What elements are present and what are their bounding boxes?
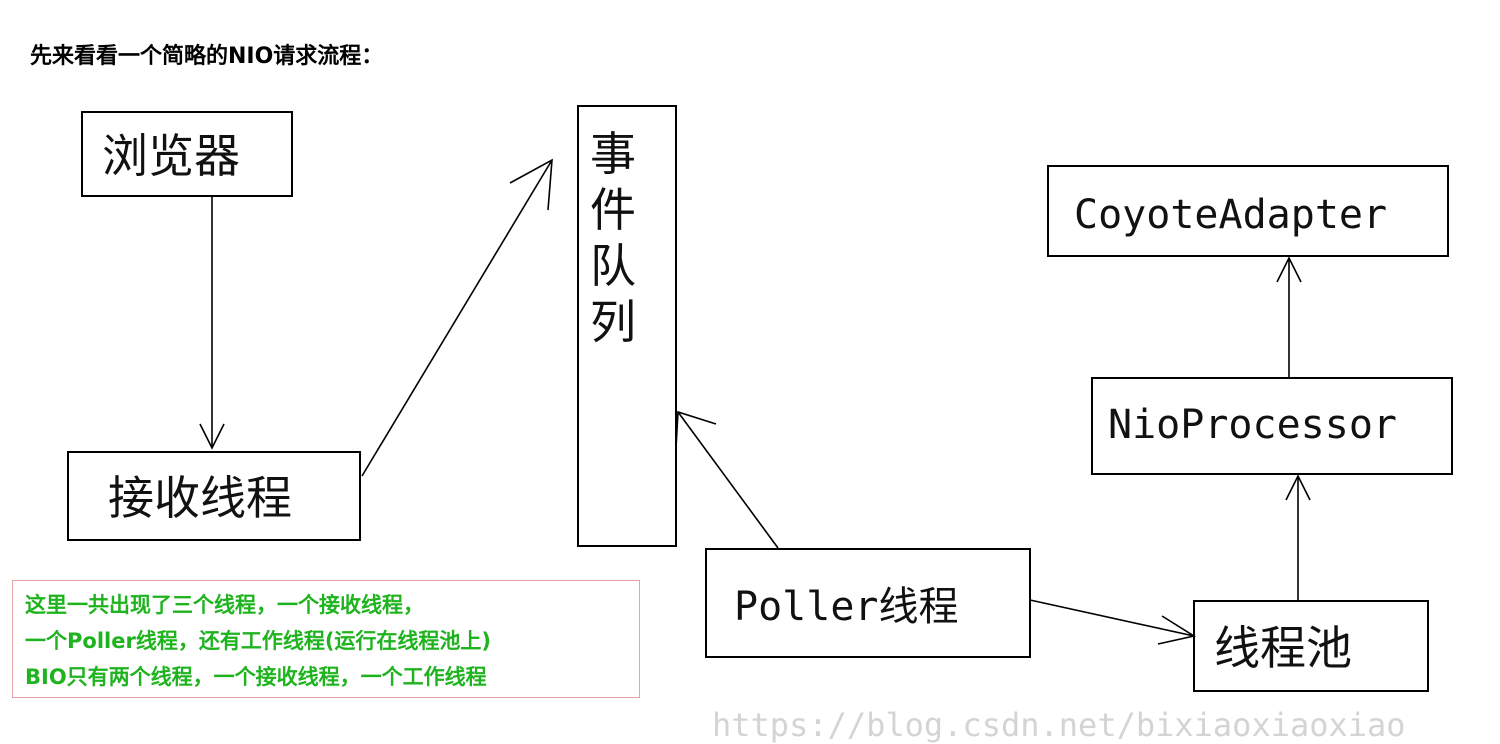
event-queue-char-2: 件: [590, 183, 636, 237]
poller-thread-node: Poller线程: [705, 548, 1031, 658]
arrow-browser-to-acceptor: [199, 196, 225, 450]
poller-thread-label: Poller线程: [734, 584, 959, 630]
nio-processor-node: NioProcessor: [1091, 377, 1453, 475]
thread-note-box: 这里一共出现了三个线程，一个接收线程， 一个Poller线程，还有工作线程(运行…: [12, 580, 640, 698]
thread-pool-label: 线程池: [1214, 621, 1352, 675]
nio-processor-label: NioProcessor: [1108, 402, 1397, 448]
page-title: 先来看看一个简略的NIO请求流程：: [30, 44, 384, 69]
thread-pool-node: 线程池: [1193, 600, 1429, 692]
acceptor-thread-node: 接收线程: [67, 451, 361, 541]
note-line-2: 一个Poller线程，还有工作线程(运行在线程池上): [25, 629, 492, 653]
event-queue-char-1: 事: [590, 127, 636, 181]
note-line-3: BIO只有两个线程，一个接收线程，一个工作线程: [25, 665, 487, 689]
acceptor-thread-label: 接收线程: [108, 471, 292, 525]
event-queue-char-3: 队: [590, 239, 636, 293]
coyote-adapter-label: CoyoteAdapter: [1074, 192, 1387, 238]
note-line-1: 这里一共出现了三个线程，一个接收线程，: [25, 593, 424, 617]
arrow-pool-to-processor: [1285, 474, 1311, 601]
arrow-poller-to-queue: [675, 410, 779, 549]
event-queue-char-4: 列: [590, 295, 636, 349]
coyote-adapter-node: CoyoteAdapter: [1047, 165, 1449, 257]
arrow-poller-to-pool: [1029, 599, 1197, 645]
arrow-acceptor-to-queue: [361, 158, 553, 477]
event-queue-node: 事 件 队 列: [577, 105, 677, 547]
arrow-processor-to-adapter: [1276, 256, 1302, 378]
watermark: https://blog.csdn.net/bixiaoxiaoxiao: [712, 706, 1406, 744]
browser-node: 浏览器: [81, 111, 293, 197]
browser-label: 浏览器: [102, 129, 240, 183]
